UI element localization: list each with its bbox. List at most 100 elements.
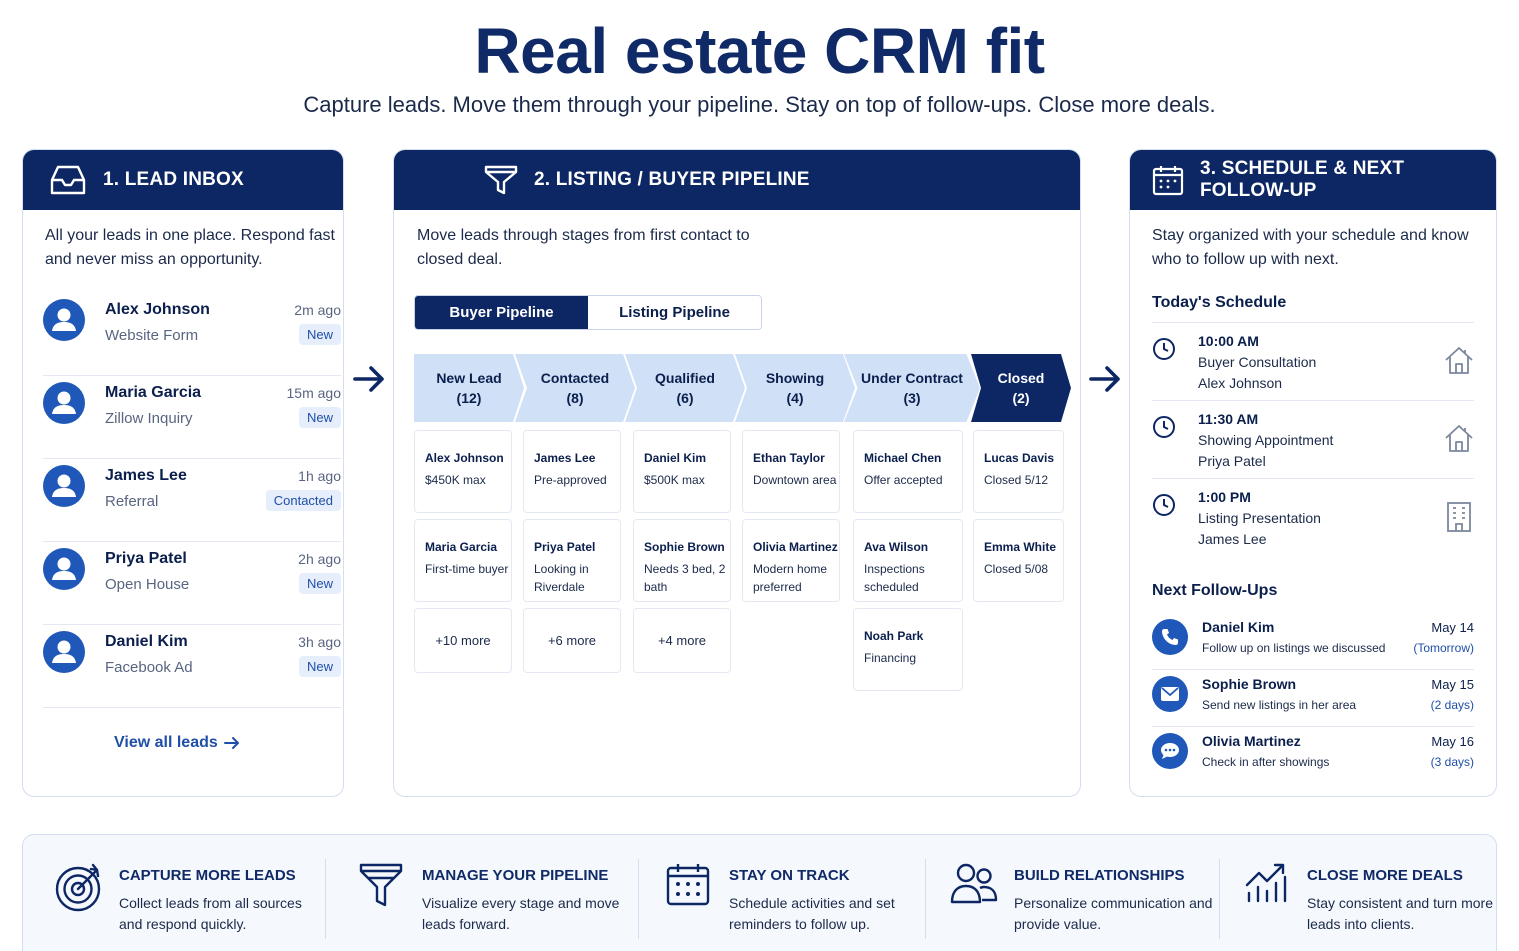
clock-icon <box>1153 416 1175 438</box>
deal-note: Financing <box>864 651 917 665</box>
deal-card[interactable]: Daniel Kim$500K max <box>633 430 731 513</box>
arrow-right-icon <box>1089 366 1120 392</box>
stage-new-lead[interactable]: New Lead (12) <box>414 354 524 422</box>
deal-name: Michael Chen <box>864 451 942 465</box>
clock-icon <box>1153 338 1175 360</box>
followup-list: Daniel Kim Follow up on listings we disc… <box>1152 613 1474 784</box>
stage-name: Contacted <box>540 370 610 386</box>
followup-message: Follow up on listings we discussed <box>1202 641 1386 655</box>
house-icon <box>1445 425 1473 452</box>
lead-source: Referral <box>105 493 159 510</box>
stage-closed[interactable]: Closed (2) <box>971 354 1071 422</box>
deal-note: Needs 3 bed, 2 bath <box>644 562 726 594</box>
stage-count: (12) <box>456 390 482 406</box>
lead-list: Alex Johnson Website Form 2m ago New Mar… <box>43 293 341 708</box>
stage-contacted[interactable]: Contacted (8) <box>515 354 635 422</box>
feature-title: MANAGE YOUR PIPELINE <box>422 867 609 884</box>
tab-listing-pipeline[interactable]: Listing Pipeline <box>588 296 761 329</box>
lead-item[interactable]: Maria Garcia Zillow Inquiry 15m ago New <box>43 376 341 459</box>
stage-count: (2) <box>1012 390 1030 406</box>
lead-name: Daniel Kim <box>105 633 188 650</box>
lead-name: James Lee <box>105 467 187 484</box>
page-title: Real estate CRM fit <box>474 15 1045 87</box>
feature-divider <box>1219 859 1220 939</box>
stage-name: Under Contract <box>861 370 963 386</box>
schedule-item[interactable]: 1:00 PM Listing Presentation James Lee <box>1152 478 1474 556</box>
building-icon <box>1447 502 1471 532</box>
schedule-item[interactable]: 11:30 AM Showing Appointment Priya Patel <box>1152 400 1474 478</box>
schedule-time: 10:00 AM <box>1198 333 1259 349</box>
deal-note: Downtown area <box>753 473 837 487</box>
lead-inbox-description: All your leads in one place. Respond fas… <box>45 227 335 268</box>
deal-name: Noah Park <box>864 629 924 643</box>
lead-item[interactable]: Priya Patel Open House 2h ago New <box>43 542 341 625</box>
stage-qualified[interactable]: Qualified (6) <box>625 354 745 422</box>
stage-under-contract[interactable]: Under Contract (3) <box>844 354 980 422</box>
stage-name: Closed <box>997 370 1045 386</box>
lead-item[interactable]: Daniel Kim Facebook Ad 3h ago New <box>43 625 341 708</box>
lead-item[interactable]: Alex Johnson Website Form 2m ago New <box>43 293 341 376</box>
target-icon <box>55 863 101 912</box>
pipeline-panel: 2. LISTING / BUYER PIPELINE Move leads t… <box>393 149 1081 797</box>
deal-note: Modern home preferred <box>753 562 828 594</box>
deal-name: Ethan Taylor <box>753 451 825 465</box>
stage-showing[interactable]: Showing (4) <box>735 354 855 422</box>
followup-item[interactable]: Olivia Martinez Check in after showings … <box>1152 727 1474 784</box>
followup-name: Sophie Brown <box>1202 676 1297 692</box>
todays-schedule-heading: Today's Schedule <box>1152 294 1287 311</box>
followup-item[interactable]: Sophie Brown Send new listings in her ar… <box>1152 670 1474 727</box>
deal-name: Olivia Martinez <box>753 540 838 554</box>
lead-source: Facebook Ad <box>105 659 193 676</box>
tab-buyer-pipeline[interactable]: Buyer Pipeline <box>415 296 588 329</box>
more-deals-button[interactable]: +10 more <box>414 608 512 673</box>
followup-item[interactable]: Daniel Kim Follow up on listings we disc… <box>1152 613 1474 670</box>
calendar-icon <box>666 864 710 906</box>
deal-name: Emma White <box>984 540 1057 554</box>
feature-divider <box>925 859 926 939</box>
lead-item[interactable]: James Lee Referral 1h ago Contacted <box>43 459 341 542</box>
schedule-person: James Lee <box>1198 531 1267 547</box>
feature-divider <box>325 859 326 939</box>
person-icon <box>52 557 76 580</box>
deal-name: Alex Johnson <box>425 451 504 465</box>
schedule-activity: Showing Appointment <box>1198 432 1334 448</box>
deal-note: Offer accepted <box>864 473 943 487</box>
avatar <box>43 465 85 507</box>
more-deals-button[interactable]: +6 more <box>523 608 621 673</box>
view-all-leads-link[interactable]: View all leads <box>114 734 240 752</box>
stage-count: (4) <box>786 390 804 406</box>
deal-note: Closed 5/12 <box>984 473 1049 487</box>
schedule-title: 3. SCHEDULE & NEXT FOLLOW-UP <box>1200 158 1405 201</box>
features-footer: CAPTURE MORE LEADS Collect leads from al… <box>22 834 1497 951</box>
avatar <box>43 631 85 673</box>
deal-note: $450K max <box>425 473 486 487</box>
deal-name: Priya Patel <box>534 540 596 554</box>
schedule-item[interactable]: 10:00 AM Buyer Consultation Alex Johnson <box>1152 322 1474 400</box>
growth-chart-icon <box>1245 863 1287 903</box>
more-deals-button[interactable]: +4 more <box>633 608 731 673</box>
deal-name: James Lee <box>534 451 596 465</box>
next-followups-heading: Next Follow-Ups <box>1152 582 1278 599</box>
followup-date: May 14 <box>1431 620 1474 635</box>
deal-card[interactable]: Alex Johnson $450K max <box>414 430 512 513</box>
inbox-icon <box>50 165 86 195</box>
feature-description: Schedule activities and set reminders to… <box>729 895 895 932</box>
followup-date: May 16 <box>1431 734 1474 749</box>
